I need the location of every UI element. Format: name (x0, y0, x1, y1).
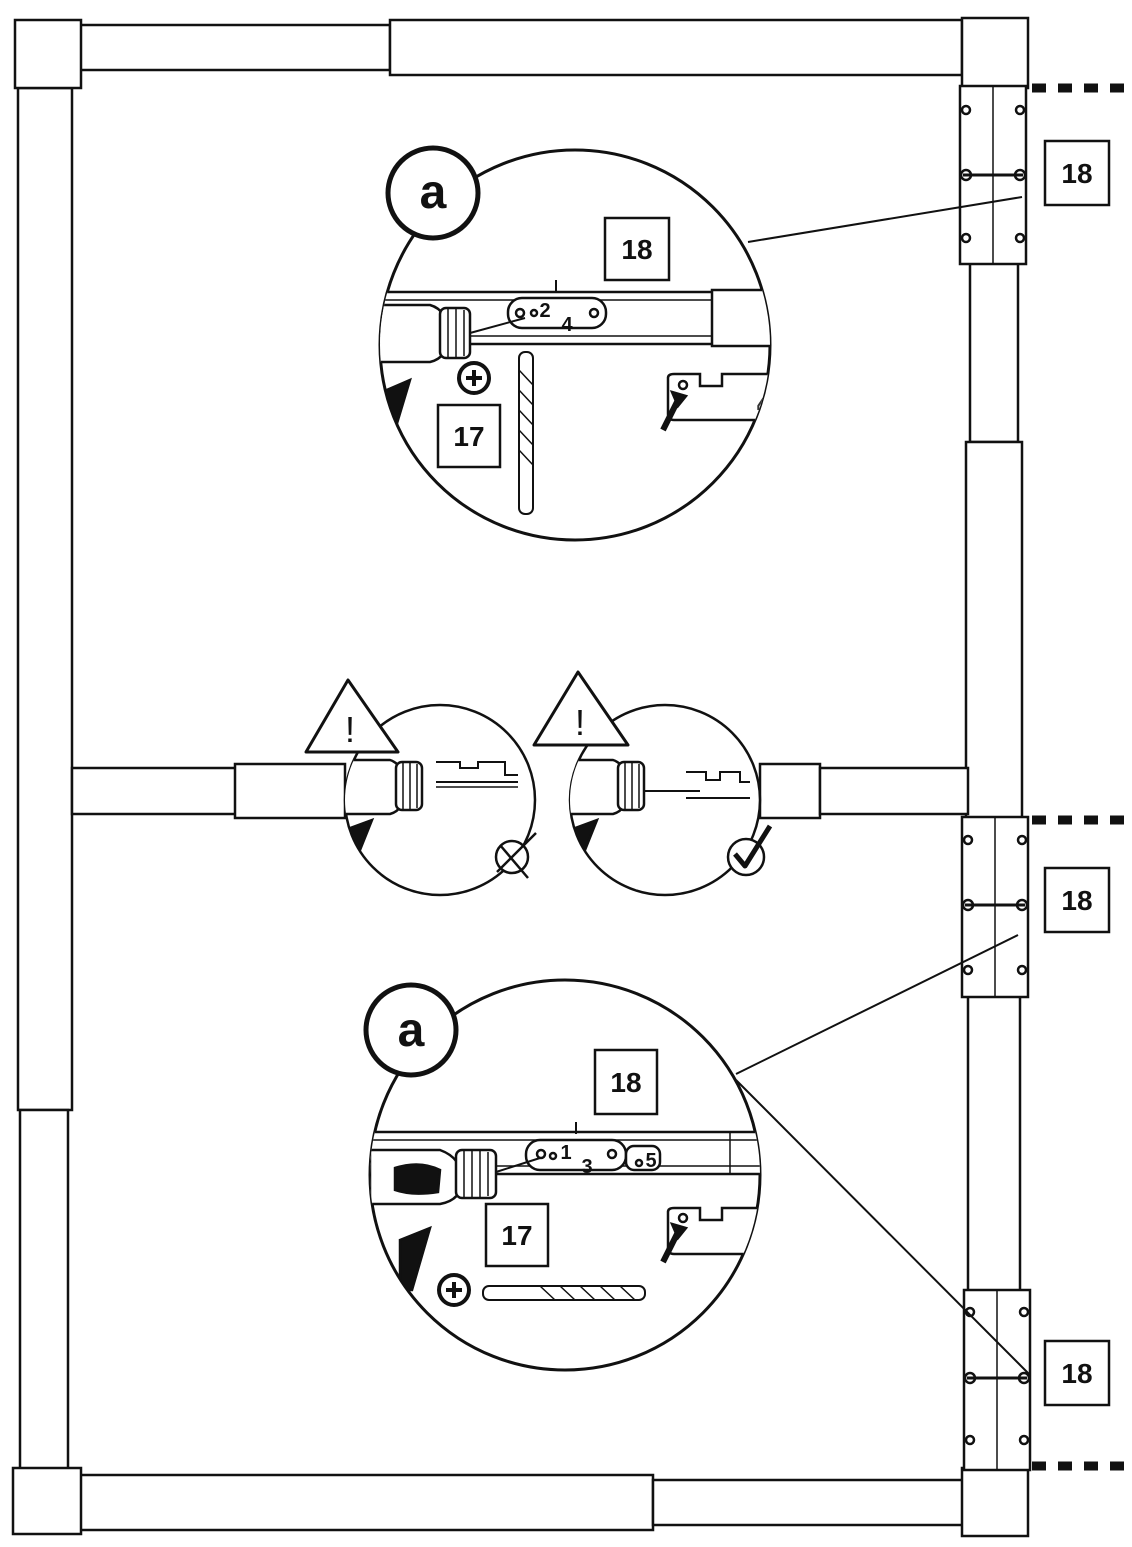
plate-side-top-number: 4 (757, 374, 783, 426)
plate-side-bottom-number: 3 (767, 1208, 793, 1260)
drill-bottom (370, 1148, 541, 1292)
bottom-rail-right (651, 1478, 965, 1527)
corner-top-left (13, 18, 83, 90)
plate-bottom-number-3: 5 (645, 1150, 656, 1172)
part-label-upper: 18 (1043, 139, 1111, 207)
plate-bottom-number-1: 1 (560, 1142, 571, 1164)
connector-middle-right (960, 815, 1030, 999)
corner-bottom-right (960, 1466, 1030, 1538)
callout-top (385, 145, 481, 241)
part-label-middle-text: 18 (1061, 885, 1092, 916)
plate-bottom (524, 1138, 628, 1172)
wrong-icon (494, 832, 537, 879)
continuation-dashes (1032, 83, 1125, 1471)
phillips-icon-bottom (437, 1273, 471, 1307)
warning-detail-wrong: ! (304, 678, 537, 897)
warning-right-symbol: ! (575, 702, 585, 743)
connector-top-right (958, 84, 1028, 266)
top-rail-right (388, 18, 964, 77)
drill-bit-icon-bottom (482, 1285, 646, 1301)
middle-rail-left (70, 766, 239, 816)
bottom-rail-left (76, 1473, 655, 1532)
corner-bottom-left (11, 1466, 83, 1536)
plate-top-number-2: 4 (561, 314, 573, 336)
detail-top: 2 4 (378, 145, 783, 542)
warning-right-icon: ! (532, 670, 630, 747)
right-post-lower (966, 994, 1022, 1294)
drill-bit-icon (518, 351, 534, 515)
middle-rail-right-sleeve (758, 762, 822, 820)
frame (11, 16, 1030, 1538)
part-label-upper-text: 18 (1061, 158, 1092, 189)
left-post-upper (16, 86, 74, 1112)
detail-bottom-part-label: 18 (610, 1067, 641, 1098)
middle-rail-right (818, 766, 970, 816)
leader-lower (735, 1079, 1031, 1376)
plate-side-bottom: 3 (660, 1206, 793, 1264)
middle-rail-sleeve (233, 762, 347, 820)
corner-top-right (960, 16, 1030, 90)
warning-left-symbol: ! (345, 709, 355, 750)
right-post-mid (964, 440, 1024, 822)
plate-top (506, 296, 608, 330)
correct-icon (726, 824, 773, 877)
tool-label-bottom: 17 (501, 1220, 532, 1251)
left-post-lower (18, 1108, 70, 1474)
detail-top-part-label: 18 (621, 234, 652, 265)
part-label-lower: 18 (1043, 1339, 1111, 1407)
callout-bottom (363, 982, 459, 1078)
connector-lower-right (962, 1288, 1032, 1472)
part-label-lower-text: 18 (1061, 1358, 1092, 1389)
warning-detail-correct: ! (532, 670, 773, 897)
warning-left-icon: ! (304, 678, 400, 754)
phillips-icon (457, 361, 491, 395)
top-rail-left (76, 23, 392, 72)
right-post-top (968, 260, 1020, 444)
leader-top (747, 196, 1023, 243)
part-label-middle: 18 (1043, 866, 1111, 934)
detail-bottom: 1 3 5 (363, 978, 793, 1372)
callout-bottom-letter: a (398, 1004, 425, 1057)
callout-top-letter: a (420, 166, 447, 219)
plate-bottom-number-2: 3 (581, 1156, 592, 1178)
plate-top-number-1: 2 (539, 300, 550, 322)
leader-middle (735, 934, 1019, 1075)
tool-label-top: 17 (453, 421, 484, 452)
